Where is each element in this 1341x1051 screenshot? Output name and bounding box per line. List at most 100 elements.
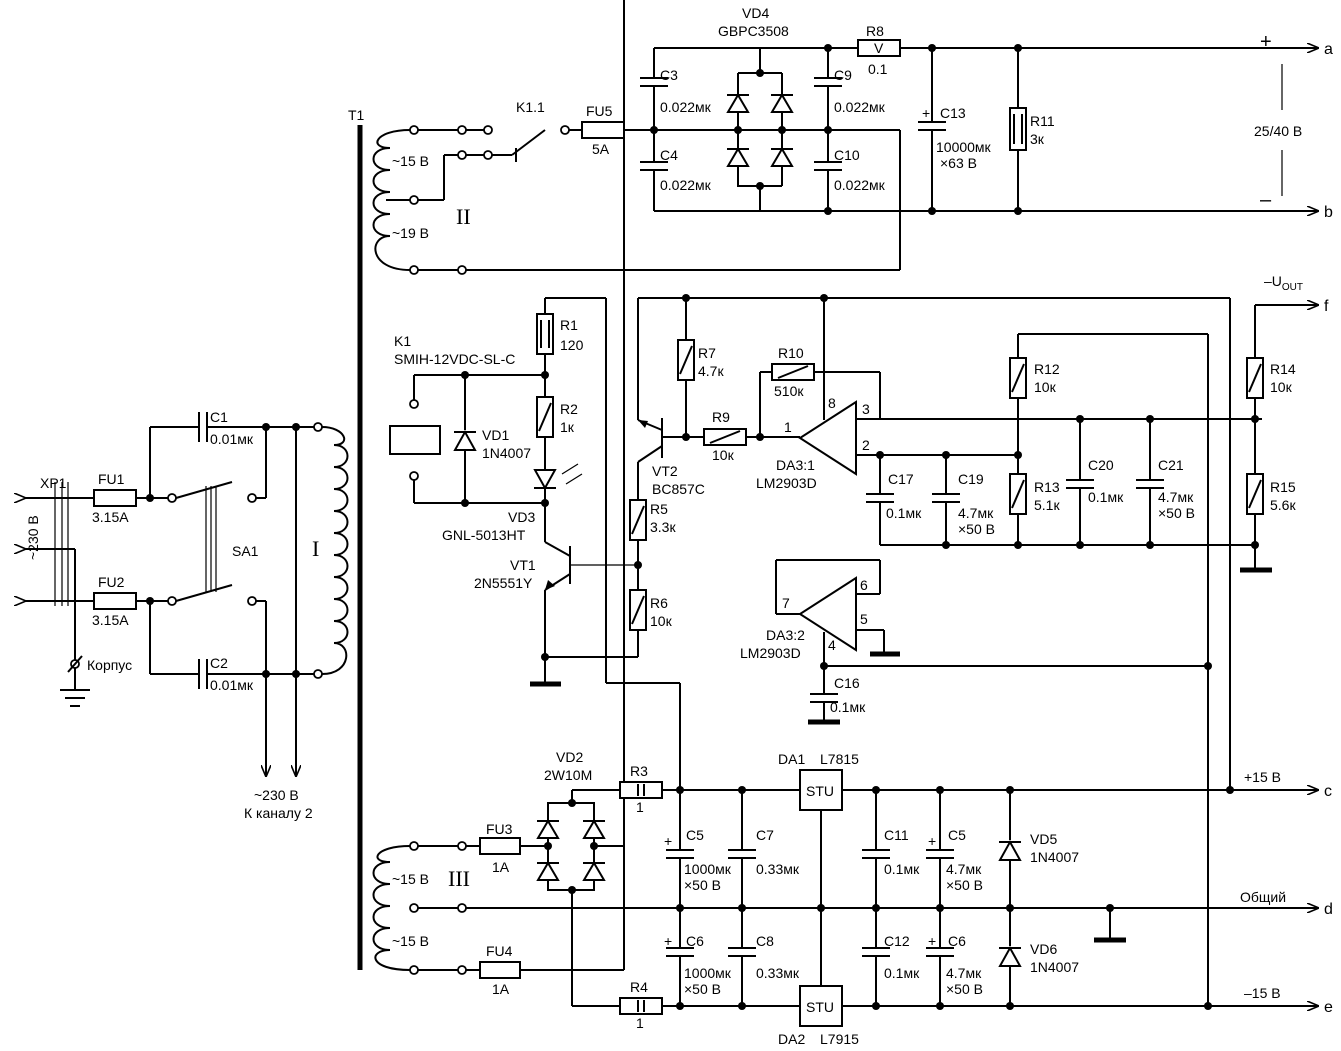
lbl-da32: DA3:2 <box>766 627 805 643</box>
primary-side <box>25 412 349 776</box>
lbl-m15: –15 В <box>1244 985 1281 1001</box>
lbl-c11v: 0.1мк <box>884 861 920 877</box>
lbl-sa1: SA1 <box>232 543 259 559</box>
lbl-r11v: 3к <box>1030 131 1045 147</box>
comparator <box>637 294 1318 1006</box>
lbl-p8: 8 <box>828 395 836 411</box>
lbl-k1t: SMIH-12VDC-SL-C <box>394 351 515 367</box>
lbl-r7v: 4.7к <box>698 363 724 379</box>
lbl-t1: T1 <box>348 107 365 123</box>
lbl-c1v: 0.01мк <box>210 431 254 447</box>
lbl-fu3: FU3 <box>486 821 513 837</box>
lbl-c5bu: ×50 В <box>946 877 983 893</box>
fu2 <box>93 592 137 610</box>
lbl-c19v: 4.7мк <box>958 505 994 521</box>
lbl-stu1: STU <box>806 783 834 799</box>
lbl-p6: 6 <box>860 577 868 593</box>
lbl-c8v: 0.33мк <box>756 965 800 981</box>
lbl-c4v: 0.022мк <box>660 177 712 193</box>
lbl-c2v: 0.01мк <box>210 677 254 693</box>
lbl-uout: –UOUT <box>1264 273 1303 293</box>
lbl-c17: C17 <box>888 471 914 487</box>
lbl-p4: 4 <box>828 637 836 653</box>
lbl-ta: a <box>1324 41 1333 58</box>
lbl-c13u: ×63 В <box>940 155 977 171</box>
lbl-c21u: ×50 В <box>1158 505 1195 521</box>
lbl-c21v: 4.7мк <box>1158 489 1194 505</box>
lbl-r12: R12 <box>1034 361 1060 377</box>
lbl-wIII: III <box>448 866 470 891</box>
lbl-c19: C19 <box>958 471 984 487</box>
lbl-te: e <box>1324 999 1333 1016</box>
fu1 <box>93 489 137 507</box>
lbl-c9v: 0.022мк <box>834 99 886 115</box>
lbl-plus: + <box>1260 31 1272 53</box>
lbl-c5: C5 <box>686 827 704 843</box>
lbl-r8: R8 <box>866 23 884 39</box>
lbl-v15a: ~15 В <box>392 153 429 169</box>
lbl-fu1: FU1 <box>98 471 125 487</box>
lbl-fu2v: 3.15A <box>92 612 129 628</box>
lbl-c3v: 0.022мк <box>660 99 712 115</box>
lbl-c5v: 1000мк <box>684 861 732 877</box>
lbl-c13-plus: + <box>922 105 930 121</box>
lbl-vt1: VT1 <box>510 557 536 573</box>
lbl-r7: R7 <box>698 345 716 361</box>
lbl-r6: R6 <box>650 595 668 611</box>
lbl-c17v: 0.1мк <box>886 505 922 521</box>
lbl-r3: R3 <box>630 763 648 779</box>
lbl-range: 25/40 В <box>1254 123 1302 139</box>
lbl-p7: 7 <box>782 595 790 611</box>
lbl-da31t: LM2903D <box>756 475 817 491</box>
lbl-to-ch2-b: К каналу 2 <box>244 805 313 821</box>
lbl-r4: R4 <box>630 979 648 995</box>
lbl-stu2: STU <box>806 999 834 1015</box>
lbl-c10v: 0.022мк <box>834 177 886 193</box>
lbl-td: d <box>1324 901 1333 918</box>
lbl-c4: C4 <box>660 147 678 163</box>
lbl-k11: K1.1 <box>516 99 545 115</box>
lbl-c6: C6 <box>686 933 704 949</box>
lbl-r9v: 10к <box>712 447 735 463</box>
lbl-c7: C7 <box>756 827 774 843</box>
lbl-p2: 2 <box>862 437 870 453</box>
lbl-c9: C9 <box>834 67 852 83</box>
lbl-vt2: VT2 <box>652 463 678 479</box>
lbl-vd2t: 2W10M <box>544 767 592 783</box>
lbl-fu1v: 3.15A <box>92 509 129 525</box>
lbl-c10: C10 <box>834 147 860 163</box>
lbl-c12v: 0.1мк <box>884 965 920 981</box>
lbl-r2v: 1к <box>560 419 575 435</box>
lbl-mains: ~230 В <box>25 515 41 560</box>
lbl-vd3: VD3 <box>508 509 535 525</box>
lbl-c6bu: ×50 В <box>946 981 983 997</box>
lbl-vd4: VD4 <box>742 5 769 21</box>
lbl-wII: II <box>456 204 471 229</box>
winding-ii <box>372 121 901 275</box>
lbl-to-ch2-a: ~230 В <box>254 787 299 803</box>
aux-supply <box>372 0 1319 1027</box>
lbl-minus: – <box>1260 189 1272 211</box>
lbl-common: Общий <box>1240 889 1286 905</box>
lbl-v15c: ~15 В <box>392 933 429 949</box>
lbl-c16: C16 <box>834 675 860 691</box>
lbl-c16v: 0.1мк <box>830 699 866 715</box>
lbl-vd6t: 1N4007 <box>1030 959 1079 975</box>
lbl-da2t: L7915 <box>820 1031 859 1047</box>
lbl-c5u: ×50 В <box>684 877 721 893</box>
lbl-c21: C21 <box>1158 457 1184 473</box>
lbl-vd2: VD2 <box>556 749 583 765</box>
lbl-korpus: Корпус <box>87 657 132 673</box>
lbl-r3v: 1 <box>636 799 644 815</box>
lbl-vt1t: 2N5551Y <box>474 575 533 591</box>
lbl-vd3t: GNL-5013HT <box>442 527 526 543</box>
lbl-c8: C8 <box>756 933 774 949</box>
lbl-r14: R14 <box>1270 361 1296 377</box>
lbl-vt2t: BC857C <box>652 481 705 497</box>
lbl-v19: ~19 В <box>392 225 429 241</box>
lbl-fu4v: 1A <box>492 981 510 997</box>
lbl-r10v: 510к <box>774 383 804 399</box>
lbl-fu5: FU5 <box>586 103 613 119</box>
lbl-r5: R5 <box>650 501 668 517</box>
